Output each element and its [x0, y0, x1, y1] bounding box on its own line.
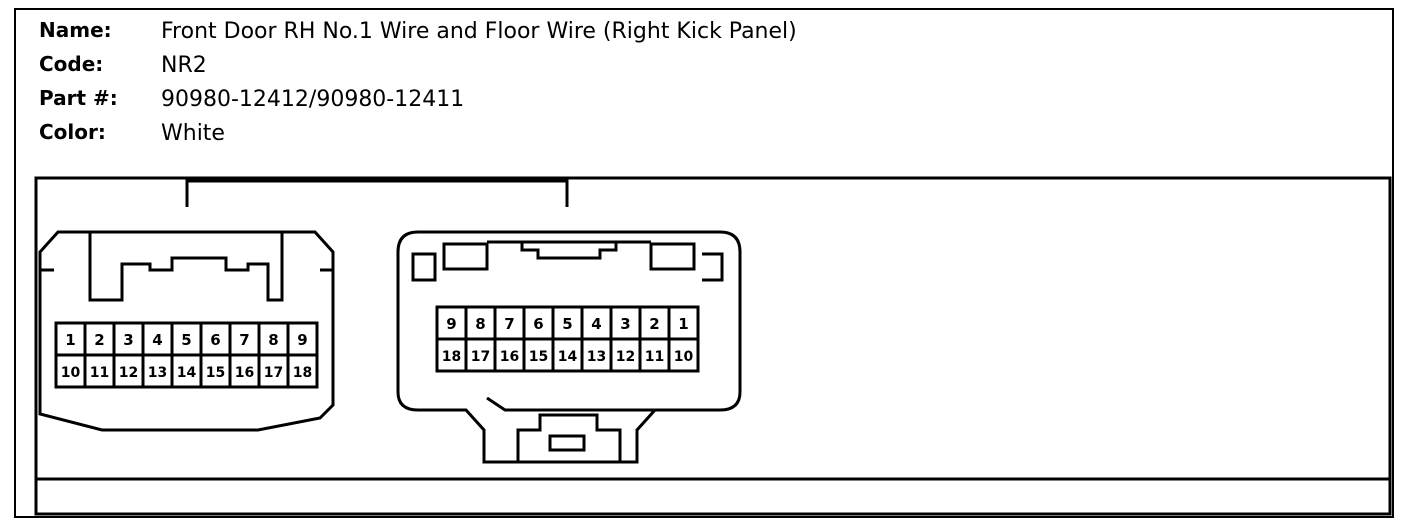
code-value: NR2	[161, 53, 207, 78]
right-pin-label-13: 13	[587, 349, 606, 365]
left-pin-label-6: 6	[210, 331, 220, 349]
left-pin-label-16: 16	[235, 365, 254, 381]
left-pin-cell-4	[141, 321, 174, 357]
color-value: White	[161, 121, 225, 146]
right-pin-cell-16	[493, 337, 526, 373]
code-label: Code:	[39, 52, 103, 76]
right-pin-label-5: 5	[562, 315, 572, 333]
right-pin-cell-14	[551, 337, 584, 373]
left-pin-cell-17	[257, 353, 290, 389]
left-pin-label-13: 13	[148, 365, 167, 381]
right-connector-key	[516, 413, 622, 462]
left-pin-label-7: 7	[239, 331, 249, 349]
right-pin-label-12: 12	[616, 349, 635, 365]
left-pin-label-18: 18	[293, 365, 312, 381]
right-connector-housing	[396, 230, 742, 464]
right-connector-left-ear	[411, 252, 437, 282]
diagram-box	[34, 176, 1392, 516]
color-label: Color:	[39, 120, 106, 144]
name-value: Front Door RH No.1 Wire and Floor Wire (…	[161, 19, 797, 44]
right-connector-lower-rail	[486, 396, 654, 412]
outer-border	[14, 8, 1394, 518]
right-pin-cell-9	[435, 305, 468, 341]
right-pin-label-8: 8	[475, 315, 485, 333]
left-pin-label-2: 2	[94, 331, 104, 349]
left-pin-label-11: 11	[90, 365, 109, 381]
left-connector-housing	[38, 230, 335, 432]
right-pin-cell-13	[580, 337, 613, 373]
right-pin-label-14: 14	[558, 349, 578, 365]
left-pin-label-5: 5	[181, 331, 191, 349]
right-pin-label-2: 2	[649, 315, 659, 333]
right-pin-label-6: 6	[533, 315, 543, 333]
left-pin-label-3: 3	[123, 331, 133, 349]
part-value: 90980-12412/90980-12411	[161, 87, 464, 112]
left-pin-label-10: 10	[61, 365, 81, 381]
right-pin-label-10: 10	[674, 349, 694, 365]
right-pin-label-17: 17	[471, 349, 490, 365]
right-pin-label-3: 3	[620, 315, 630, 333]
right-pin-label-11: 11	[645, 349, 664, 365]
right-pin-label-16: 16	[500, 349, 519, 365]
right-connector-pins: 9 8 7 6 5 4 3 2 1 18 17 16 15 14 13 12 11 10	[435, 305, 700, 373]
left-pin-label-4: 4	[152, 331, 162, 349]
mating-bracket	[185, 179, 569, 207]
left-pin-cell-15	[199, 353, 232, 389]
right-pin-label-1: 1	[678, 315, 688, 333]
left-pin-cell-18	[286, 353, 319, 389]
right-pin-label-4: 4	[591, 315, 601, 333]
left-pin-label-9: 9	[297, 331, 307, 349]
right-connector-lock-right	[649, 242, 696, 271]
name-label: Name:	[39, 18, 112, 42]
right-connector-lock-left	[442, 242, 489, 271]
left-pin-label-1: 1	[65, 331, 75, 349]
left-pin-cell-16	[228, 353, 261, 389]
right-pin-label-9: 9	[446, 315, 456, 333]
left-pin-label-8: 8	[268, 331, 278, 349]
right-pin-cell-10	[667, 337, 700, 373]
left-pin-cell-13	[141, 353, 174, 389]
right-pin-label-18: 18	[442, 349, 461, 365]
right-connector	[396, 230, 742, 464]
right-connector-key-slot	[548, 434, 586, 452]
right-pin-label-7: 7	[504, 315, 514, 333]
left-pin-label-12: 12	[119, 365, 138, 381]
left-connector	[38, 230, 335, 432]
right-connector-right-ear	[702, 252, 724, 282]
left-pin-label-17: 17	[264, 365, 283, 381]
right-pin-cell-1	[667, 305, 700, 341]
left-connector-latch	[88, 232, 284, 302]
part-label: Part #:	[39, 86, 118, 110]
left-pin-label-14: 14	[177, 365, 197, 381]
right-connector-center-tab	[520, 242, 618, 260]
left-pin-label-15: 15	[206, 365, 225, 381]
right-pin-label-15: 15	[529, 349, 548, 365]
